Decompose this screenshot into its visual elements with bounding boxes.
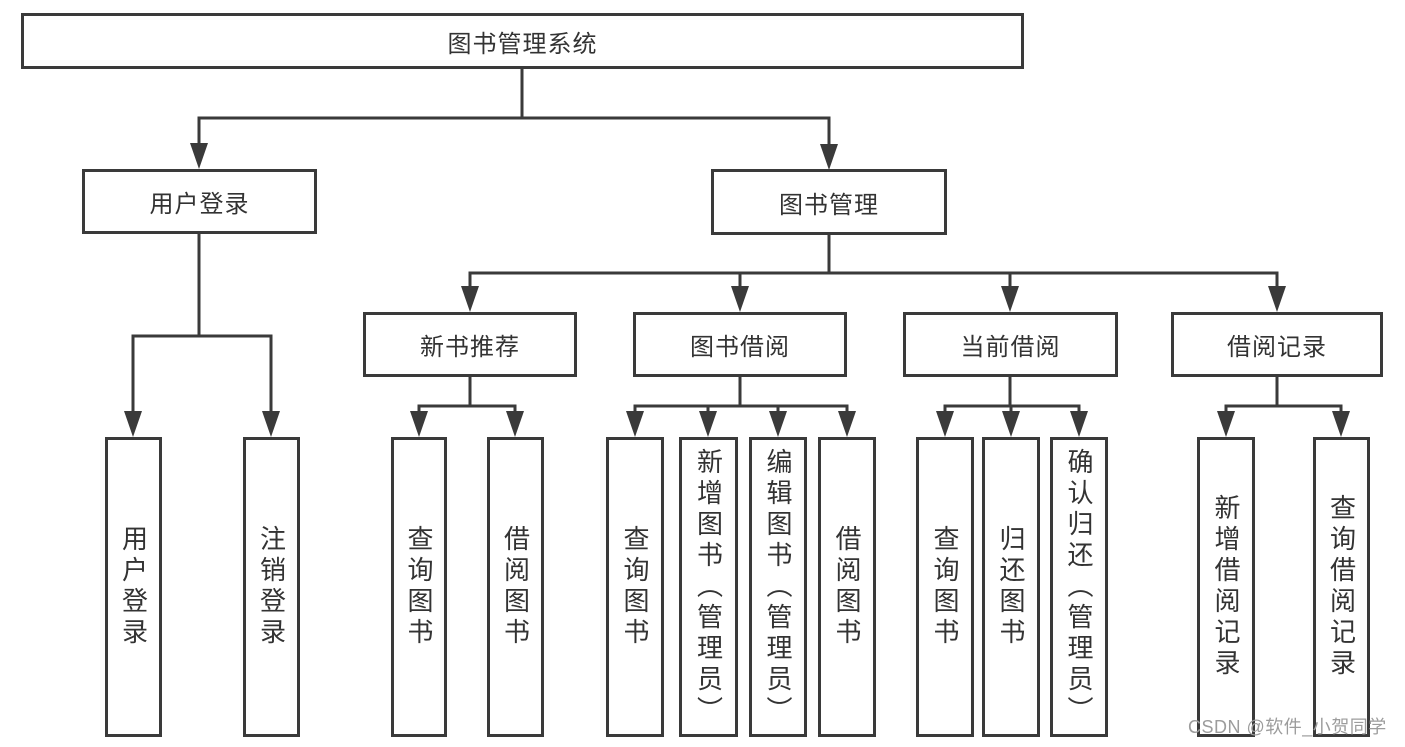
node-user-login: 用户登录 (82, 169, 317, 234)
node-borrow-records: 借阅记录 (1171, 312, 1383, 377)
connector-root-to-level2 (190, 67, 838, 170)
connector-book-borrow-to-leaves (626, 375, 856, 437)
node-book-borrow: 图书借阅 (633, 312, 847, 377)
connector-user-login-to-leaves (124, 231, 280, 437)
node-root-library-system: 图书管理系统 (21, 13, 1024, 69)
leaf-user-login: 用户登录 (105, 437, 162, 737)
leaf-nbr-borrow-books: 借阅图书 (487, 437, 544, 737)
connector-current-borrow-to-leaves (936, 375, 1088, 437)
connector-book-management-to-level3 (461, 232, 1286, 312)
node-current-borrow: 当前借阅 (903, 312, 1118, 377)
leaf-bb-borrow-books: 借阅图书 (818, 437, 876, 737)
leaf-logout: 注销登录 (243, 437, 300, 737)
connector-borrow-records-to-leaves (1217, 375, 1350, 437)
connector-new-book-recommend-to-leaves (410, 375, 524, 437)
leaf-cb-confirm-return-admin: 确认归还（管理员） (1050, 437, 1108, 737)
leaf-bb-edit-books-admin: 编辑图书（管理员） (749, 437, 807, 737)
leaf-br-add-record: 新增借阅记录 (1197, 437, 1255, 737)
leaf-cb-query-books: 查询图书 (916, 437, 974, 737)
leaf-nbr-query-books: 查询图书 (391, 437, 447, 737)
leaf-bb-add-books-admin: 新增图书（管理员） (679, 437, 738, 737)
leaf-br-query-record: 查询借阅记录 (1313, 437, 1370, 737)
leaf-bb-query-books: 查询图书 (606, 437, 664, 737)
watermark-text: CSDN @软件_小贺同学 (1188, 717, 1387, 737)
leaf-cb-return-books: 归还图书 (982, 437, 1040, 737)
node-book-management: 图书管理 (711, 169, 947, 235)
node-new-book-recommend: 新书推荐 (363, 312, 577, 377)
